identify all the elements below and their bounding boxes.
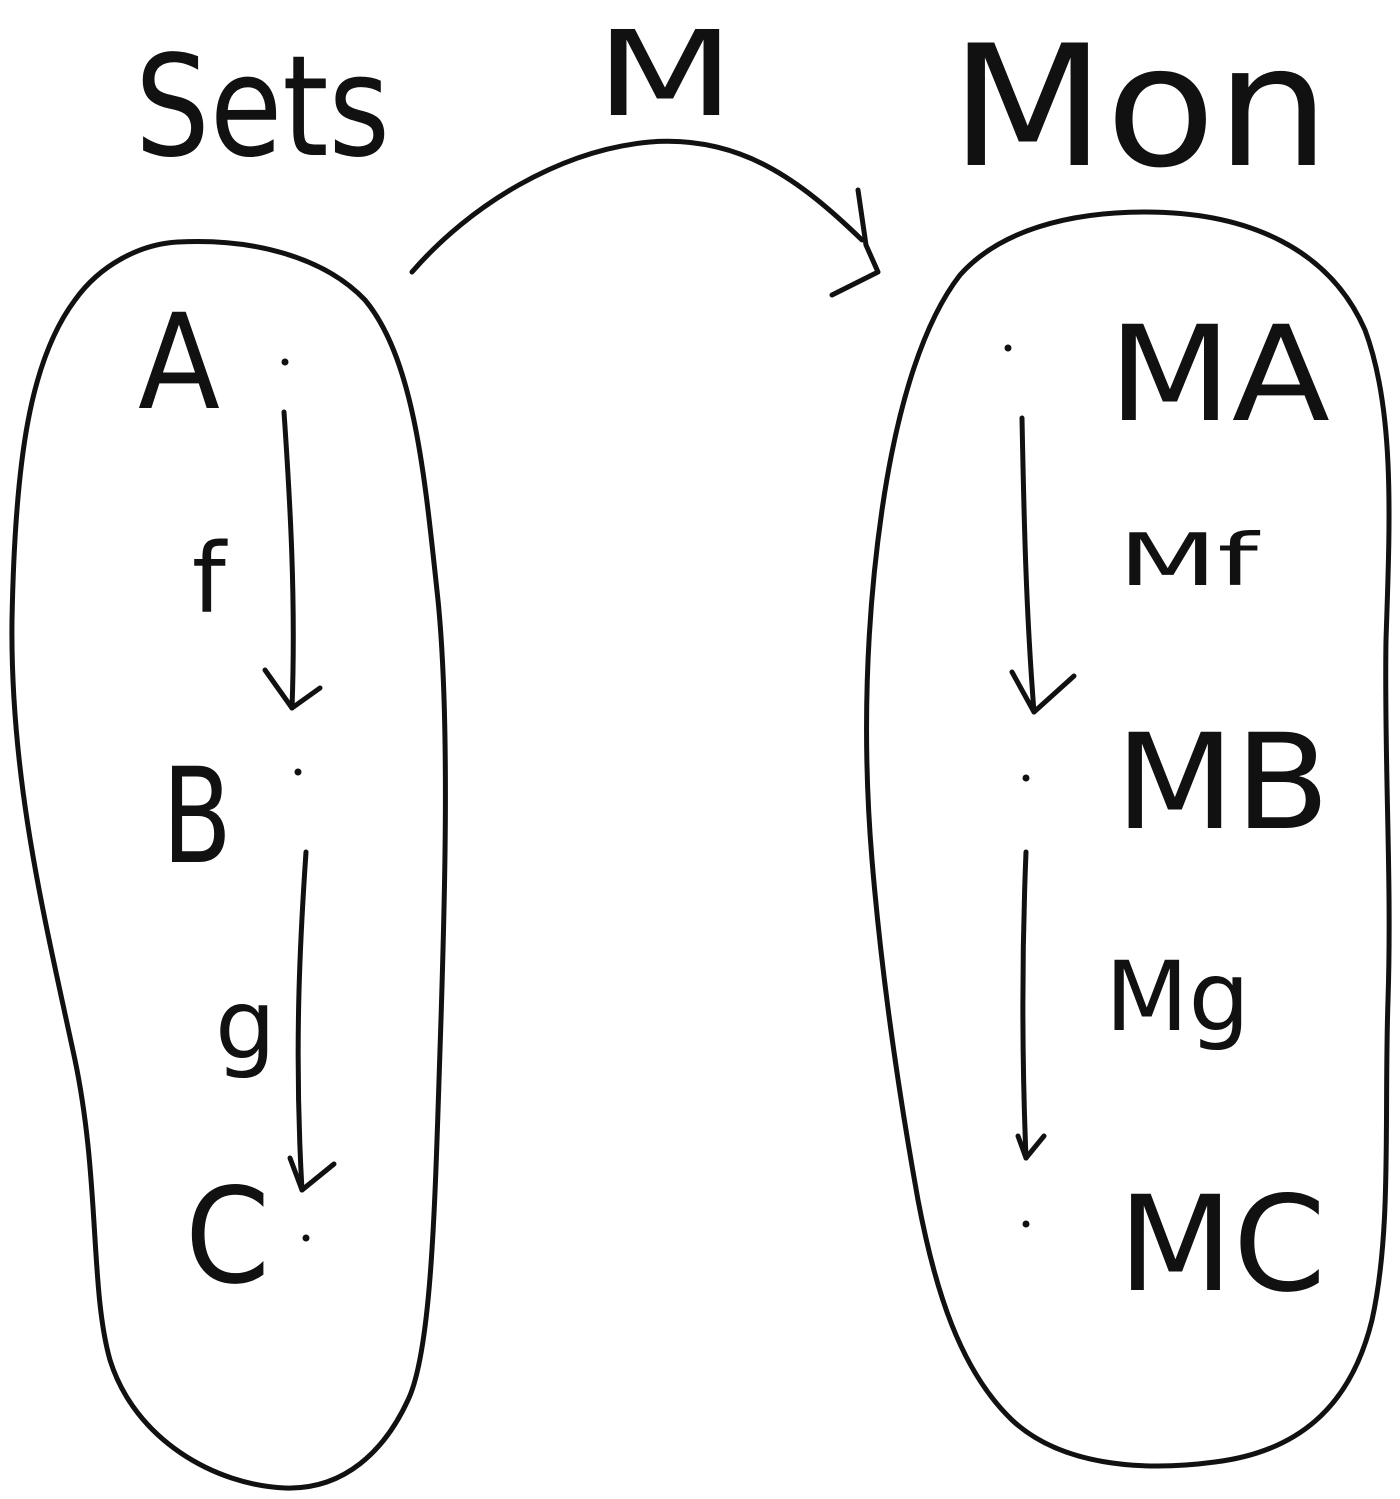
functor-arrow-head [829,187,881,298]
source-morphism-f: f [192,523,228,635]
target-morphism-mf: Mf [1118,518,1261,602]
functor-arrow-curve [409,138,865,275]
source-dot-a [281,358,289,366]
source-object-c: C [185,1160,270,1314]
source-dot-c [302,1234,310,1242]
source-arrow-g-shaft [295,849,309,1193]
source-arrow-f-head [262,667,323,711]
target-arrow-mf-head [1009,669,1077,715]
functor-label: M [595,5,735,143]
target-object-mb: MB [1115,706,1330,860]
target-arrow-mf-shaft [1019,415,1037,715]
target-object-ma: MA [1108,298,1330,452]
source-category-title: Sets [135,26,390,189]
source-object-b: B [162,740,232,894]
target-dot-mb [1022,774,1030,782]
target-arrow-mg-head [1015,1133,1047,1161]
target-category-outline [864,209,1392,1469]
source-object-a: A [138,286,220,440]
source-dot-b [294,768,302,776]
target-arrow-mg-shaft [1020,849,1029,1161]
target-dot-ma [1004,344,1012,352]
source-morphism-g: g [215,969,276,1081]
target-category-title: Mon [950,9,1330,205]
target-dot-mc [1022,1220,1030,1228]
target-object-mc: MC [1118,1168,1326,1322]
source-arrow-g-head [287,1155,337,1193]
source-arrow-f-shaft [281,409,296,711]
target-morphism-mg: Mg [1105,941,1250,1053]
source-category-outline [9,239,448,1491]
